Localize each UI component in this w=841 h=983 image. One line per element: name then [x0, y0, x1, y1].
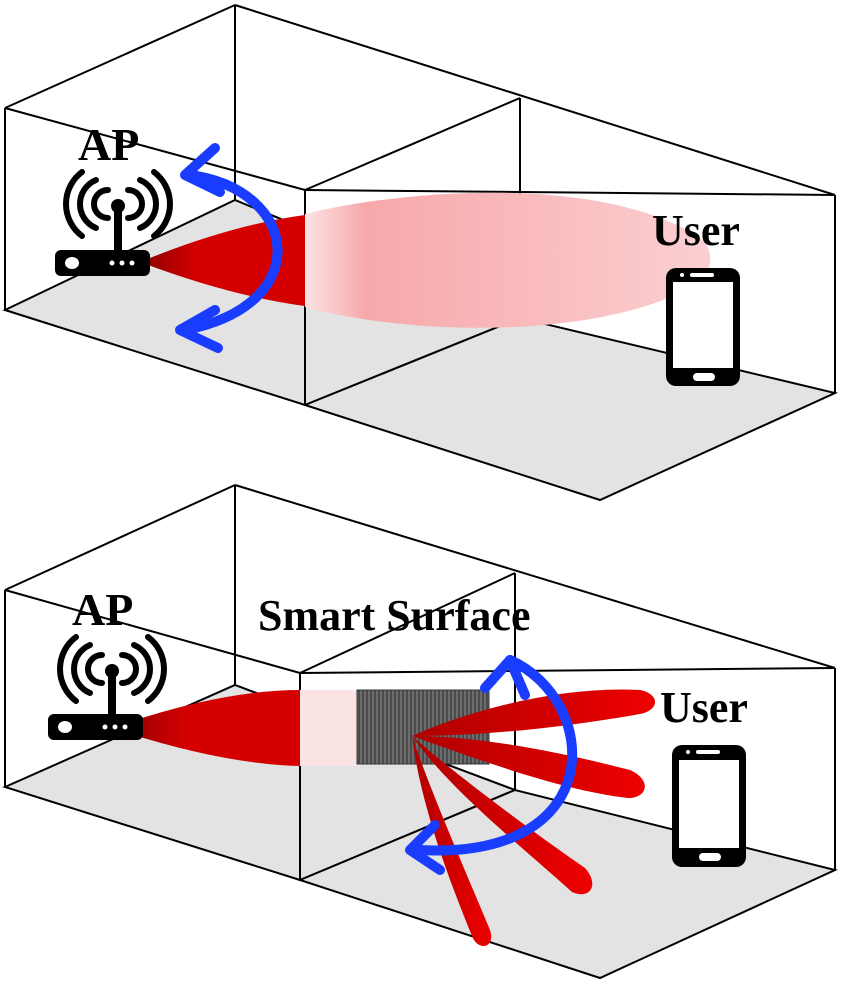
smartphone-icon — [672, 745, 746, 867]
top-user-label: User — [652, 206, 740, 255]
bottom-ap-label: AP — [72, 584, 133, 635]
lobe-2 — [412, 736, 645, 798]
wifi-signal-icon — [63, 169, 173, 239]
reflected-lobes — [412, 689, 655, 947]
router-icon — [55, 206, 150, 276]
rotate-arrow-icon — [405, 655, 578, 875]
top-scene: AP User — [2, 4, 839, 502]
rotate-arrow-icon — [175, 143, 283, 353]
bottom-beam-faded — [300, 690, 360, 766]
smart-surface-label: Smart Surface — [258, 591, 531, 640]
top-ap-label: AP — [78, 119, 139, 170]
bottom-beam-strong — [112, 690, 300, 766]
lobe-1 — [412, 689, 655, 736]
top-beam-faded — [305, 192, 711, 328]
router-icon — [48, 671, 143, 740]
smartphone-icon — [666, 268, 740, 386]
wifi-signal-icon — [57, 634, 167, 704]
lobe-3 — [412, 736, 593, 895]
bottom-scene: AP Smart Surface User — [2, 484, 839, 980]
lobe-4 — [412, 736, 492, 947]
bottom-user-label: User — [660, 683, 748, 732]
